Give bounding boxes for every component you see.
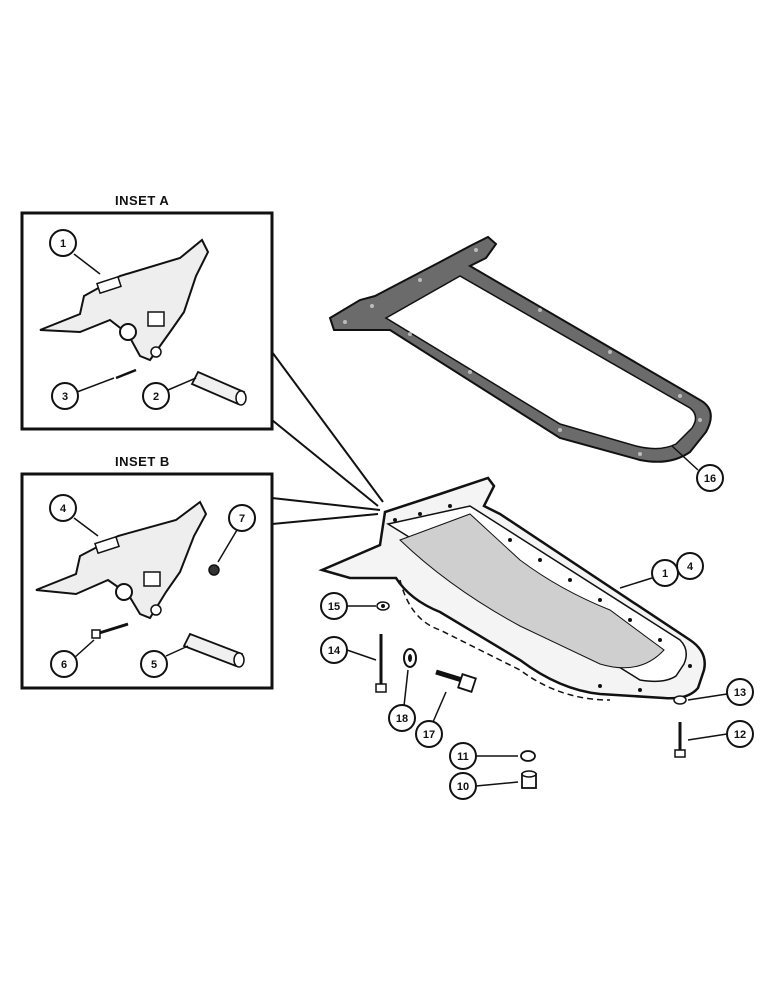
- inset-b-frame: [20, 472, 274, 690]
- nut-15: [376, 601, 390, 611]
- bolt-14: [375, 634, 387, 693]
- washer-18: [403, 648, 417, 668]
- oil-pan: [318, 476, 706, 701]
- inset-a-frame: [20, 211, 274, 431]
- svg-text:2: 2: [153, 391, 159, 403]
- callout-14: 14: [320, 636, 377, 664]
- svg-text:5: 5: [151, 659, 157, 671]
- inset-b-pin: [182, 632, 245, 668]
- svg-text:16: 16: [704, 473, 716, 485]
- svg-text:10: 10: [457, 781, 469, 793]
- svg-text:4: 4: [60, 503, 67, 515]
- svg-text:1: 1: [60, 238, 66, 250]
- drain-plug-10: [521, 770, 537, 789]
- inset-a-pin: [190, 370, 247, 406]
- callout-b7: 7: [217, 504, 256, 563]
- callout-18: 18: [388, 669, 416, 732]
- callout-16: 16: [671, 445, 724, 492]
- svg-text:7: 7: [239, 513, 245, 525]
- callout-13: 13: [687, 678, 754, 706]
- callout-a1: 1: [49, 229, 101, 275]
- oil-pan-gasket: [328, 235, 712, 463]
- callout-a3: 3: [51, 377, 115, 410]
- bolt-12: [674, 722, 686, 758]
- svg-text:18: 18: [396, 713, 408, 725]
- inset-b-bolt: [91, 622, 129, 639]
- washer-11: [520, 750, 536, 762]
- svg-text:3: 3: [62, 391, 68, 403]
- svg-text:14: 14: [328, 645, 341, 657]
- inset-a-bracket: [39, 238, 210, 362]
- svg-text:13: 13: [734, 687, 746, 699]
- svg-text:4: 4: [687, 561, 694, 573]
- inset-a-leader: [271, 351, 384, 507]
- callout-12: 12: [687, 720, 754, 748]
- svg-text:12: 12: [734, 729, 746, 741]
- callout-b4: 4: [49, 494, 99, 537]
- svg-text:15: 15: [328, 601, 340, 613]
- svg-text:1: 1: [662, 568, 668, 580]
- callout-pan-1-4: 1 4: [619, 552, 704, 589]
- inset-b-title: INSET B: [115, 454, 170, 469]
- callout-17: 17: [415, 691, 447, 748]
- svg-text:17: 17: [423, 729, 435, 741]
- callout-15: 15: [320, 592, 376, 620]
- inset-b-bracket: [35, 500, 208, 620]
- svg-text:11: 11: [457, 751, 469, 763]
- inset-a-small-pin: [115, 368, 137, 380]
- callout-11: 11: [449, 742, 518, 770]
- inset-b-leader: [271, 497, 381, 525]
- callout-b5: 5: [140, 645, 189, 678]
- inset-b-nut: [208, 564, 220, 576]
- nut-13: [673, 695, 687, 705]
- callout-b6: 6: [50, 639, 95, 678]
- svg-text:6: 6: [61, 659, 67, 671]
- inset-a-title: INSET A: [115, 193, 170, 208]
- callout-10: 10: [449, 772, 519, 800]
- bolt-17: [435, 669, 477, 693]
- callout-a2: 2: [142, 377, 197, 410]
